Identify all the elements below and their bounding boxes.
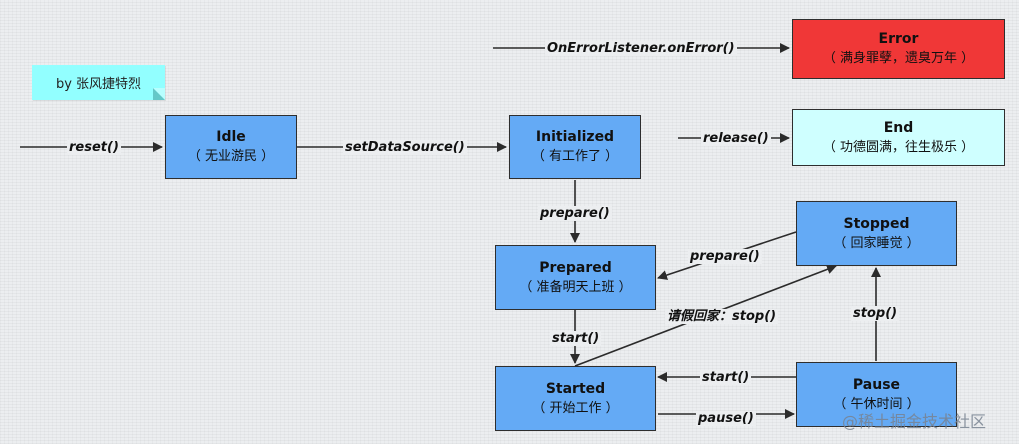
- state-title: Idle: [216, 129, 246, 145]
- label-set-data-source: setDataSource(): [343, 140, 467, 155]
- state-subtitle: （ 开始工作 ）: [532, 400, 619, 416]
- label-start-prepared: start(): [550, 331, 602, 346]
- state-title: Stopped: [843, 215, 910, 232]
- state-title: Pause: [852, 376, 901, 393]
- author-note-text: by 张风捷特烈: [55, 77, 142, 92]
- label-prepare-stopped: prepare(): [688, 249, 762, 264]
- state-subtitle: （ 有工作了 ）: [531, 149, 619, 164]
- state-subtitle: （ 满身罪孽，遗臭万年 ）: [822, 51, 975, 66]
- state-subtitle: （ 准备明天上班 ）: [519, 279, 632, 295]
- state-title: Error: [878, 31, 919, 47]
- label-stop-pause: stop(): [851, 306, 900, 321]
- label-on-error: OnErrorListener.onError(): [545, 41, 737, 56]
- state-pause[interactable]: Pause （ 午休时间 ）: [796, 362, 957, 427]
- state-stopped[interactable]: Stopped （ 回家睡觉 ）: [796, 201, 957, 266]
- label-pause-started: pause(): [696, 411, 756, 426]
- note-fold-corner: [153, 88, 165, 100]
- state-idle[interactable]: Idle （ 无业游民 ）: [165, 115, 297, 179]
- state-title: End: [883, 119, 914, 136]
- state-title: Initialized: [535, 129, 615, 145]
- state-subtitle: （ 回家睡觉 ）: [833, 235, 920, 251]
- state-subtitle: （ 无业游民 ）: [187, 149, 275, 164]
- state-initialized[interactable]: Initialized （ 有工作了 ）: [509, 115, 641, 179]
- author-note: by 张风捷特烈: [32, 65, 165, 100]
- watermark: @稀土掘金技术社区: [842, 412, 987, 431]
- state-subtitle: （ 功德圆满，往生极乐 ）: [822, 139, 975, 155]
- state-title: Prepared: [539, 259, 612, 276]
- label-start-pause: start(): [700, 370, 752, 385]
- state-error[interactable]: Error （ 满身罪孽，遗臭万年 ）: [792, 19, 1005, 79]
- state-end[interactable]: End （ 功德圆满，往生极乐 ）: [792, 109, 1005, 166]
- state-prepared[interactable]: Prepared （ 准备明天上班 ）: [495, 245, 656, 310]
- label-release: release(): [701, 131, 771, 146]
- state-title: Started: [545, 380, 606, 397]
- state-subtitle: （ 午休时间 ）: [833, 396, 920, 412]
- label-stop-started: 请假回家：stop(): [665, 309, 779, 324]
- label-reset: reset(): [67, 140, 121, 155]
- state-started[interactable]: Started （ 开始工作 ）: [495, 366, 656, 431]
- label-prepare-init: prepare(): [538, 206, 612, 221]
